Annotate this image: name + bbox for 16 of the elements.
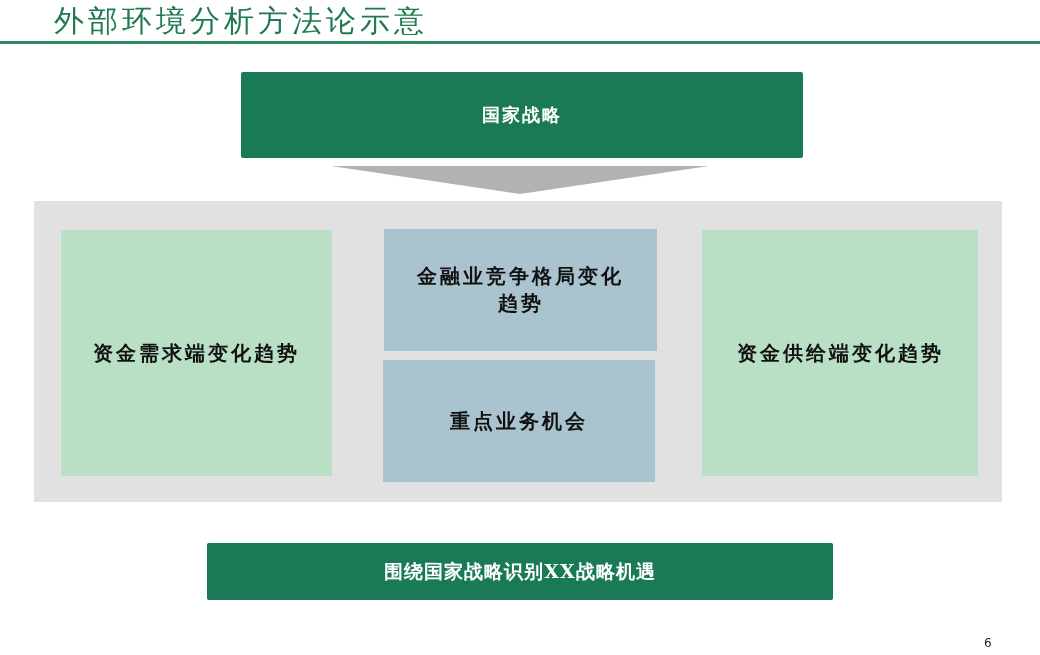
group-panel xyxy=(34,201,1002,502)
trend-box xyxy=(61,230,332,476)
process-box xyxy=(241,72,803,158)
box-text: 围绕国家战略识别XX战略机遇 xyxy=(384,558,656,584)
box-text: 重点业务机会 xyxy=(450,407,588,435)
box-text: 资金需求端变化趋势 xyxy=(93,339,300,367)
box-text: 资金供给端变化趋势 xyxy=(736,339,944,367)
page-number: 6 xyxy=(984,636,992,650)
analysis-box xyxy=(383,360,655,482)
page-title: 外部环境分析方法论示意 xyxy=(54,2,428,40)
box-text: 金融业竞争格局变化趋势 xyxy=(416,263,625,317)
analysis-box xyxy=(384,229,657,351)
chevron-arrow xyxy=(331,166,709,194)
trend-box xyxy=(702,230,978,476)
process-box xyxy=(207,543,833,600)
box-text: 国家战略 xyxy=(482,102,562,127)
